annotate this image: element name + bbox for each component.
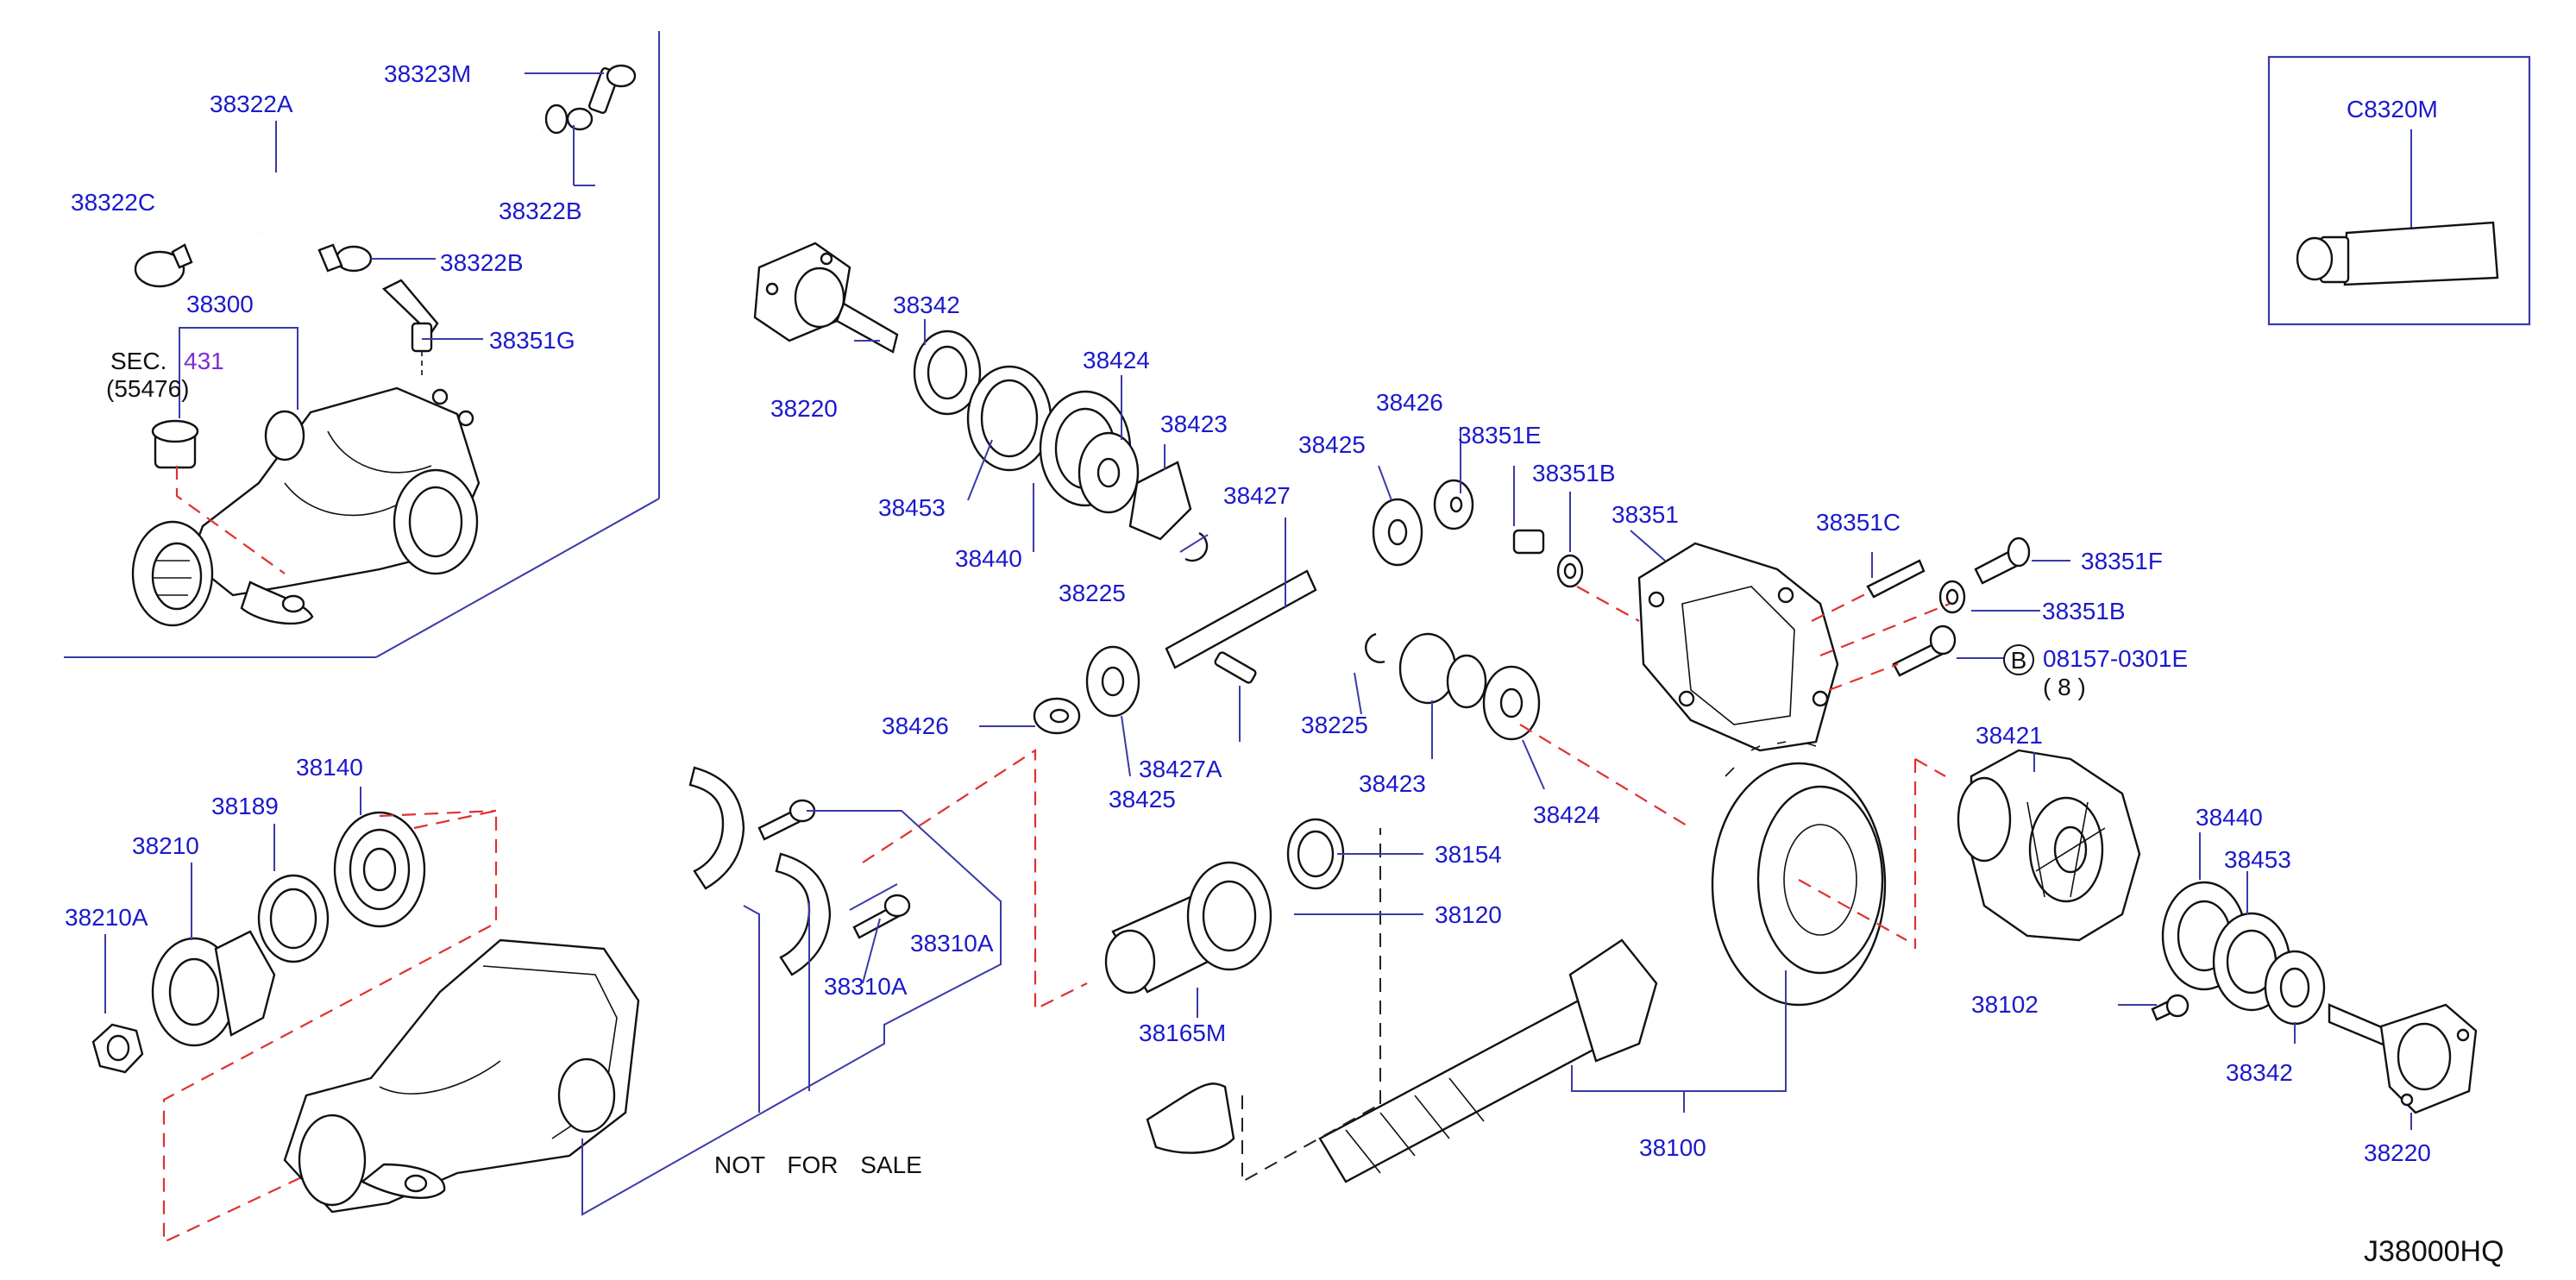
- cover-dash-links: [1519, 586, 1951, 829]
- breather-hose-drawing: [238, 64, 637, 273]
- part-label-38426-top[interactable]: 38426: [1376, 389, 1443, 416]
- part-label-38322C[interactable]: 38322C: [71, 189, 155, 216]
- part-label-38421[interactable]: 38421: [1976, 722, 2043, 749]
- part-label-38322A[interactable]: 38322A: [210, 91, 293, 117]
- part-label-38423-mid[interactable]: 38423: [1359, 770, 1426, 797]
- part-label-38453-left[interactable]: 38453: [878, 494, 946, 521]
- part-label-38351C[interactable]: 38351C: [1816, 509, 1901, 536]
- part-label-38351B-top[interactable]: 38351B: [1532, 460, 1616, 486]
- hose-clamp-drawing: [134, 243, 193, 288]
- part-label-38322B-top[interactable]: 38322B: [499, 198, 582, 224]
- part-label-38100[interactable]: 38100: [1639, 1134, 1706, 1161]
- part-label-38427A[interactable]: 38427A: [1139, 756, 1222, 782]
- drive-pinion-gear-drawing: [1146, 828, 1658, 1183]
- inset-part-label[interactable]: C8320M: [2347, 96, 2438, 122]
- part-label-38220-right[interactable]: 38220: [2364, 1139, 2431, 1166]
- part-label-38351E[interactable]: 38351E: [1458, 422, 1542, 449]
- part-label-38189[interactable]: 38189: [211, 793, 279, 819]
- drive-pinion-flange-drawing: [753, 242, 899, 354]
- part-label-38165M[interactable]: 38165M: [1139, 1020, 1226, 1046]
- pinion-nut-and-flange-drawing: [91, 809, 498, 1244]
- pinion-mate-shaft-drawing: [1165, 569, 1317, 684]
- part-label-38210[interactable]: 38210: [132, 832, 199, 859]
- section-prefix: SEC.: [110, 348, 166, 374]
- diagram-code: J38000HQ: [2364, 1235, 2504, 1268]
- companion-flange-right-drawing: [2328, 1003, 2478, 1114]
- gear-carrier-housing-drawing: [283, 938, 640, 1214]
- breather-connector-drawing: [381, 279, 439, 380]
- part-label-38102[interactable]: 38102: [1971, 991, 2039, 1018]
- cover-studs-and-bolts-drawing: [1866, 536, 2031, 677]
- ring-gear-drawing: [1711, 741, 1907, 1007]
- part-label-38453-right[interactable]: 38453: [2224, 846, 2291, 873]
- part-label-38300[interactable]: 38300: [186, 291, 254, 317]
- part-label-38342-right[interactable]: 38342: [2226, 1059, 2293, 1086]
- part-labels: 38323M 38322A 38322C 38322B 38322B 38300…: [65, 60, 2504, 1268]
- callout-b-letter: B: [2011, 647, 2027, 674]
- part-label-38424-top[interactable]: 38424: [1083, 347, 1150, 373]
- side-gears-drawing: [1033, 479, 1541, 741]
- pinion-bearings-drawing: [913, 329, 1209, 562]
- part-label-38440-left[interactable]: 38440: [955, 545, 1022, 572]
- part-label-38154[interactable]: 38154: [1435, 841, 1502, 868]
- section-ref: (55476): [106, 375, 190, 402]
- bearing-caps-drawing: [688, 748, 1088, 1011]
- part-label-38351G[interactable]: 38351G: [489, 327, 575, 354]
- part-label-38225-top[interactable]: 38225: [1059, 580, 1126, 606]
- part-label-38342-left[interactable]: 38342: [893, 292, 960, 318]
- part-label-38322B-mid[interactable]: 38322B: [440, 249, 524, 276]
- sec431-plug-drawing: [151, 419, 199, 469]
- plug-and-washers-drawing: [1512, 529, 1966, 614]
- part-label-38310A-lower[interactable]: 38310A: [824, 973, 908, 1000]
- part-label-38351B-right[interactable]: 38351B: [2042, 598, 2126, 624]
- part-label-38225-mid[interactable]: 38225: [1301, 712, 1368, 738]
- part-label-38310A-upper[interactable]: 38310A: [910, 930, 994, 957]
- part-label-38210A[interactable]: 38210A: [65, 904, 148, 931]
- part-label-38220-left[interactable]: 38220: [770, 395, 838, 422]
- section-number-link[interactable]: 431: [184, 348, 224, 374]
- pinion-bearing-lower-drawing: [1104, 818, 1345, 995]
- part-label-38426-mid[interactable]: 38426: [882, 712, 949, 739]
- final-drive-carrier-drawing: [131, 386, 481, 627]
- sealant-inset-box: [2267, 55, 2531, 326]
- side-bearings-right-drawing: [2151, 881, 2326, 1026]
- callout-quantity: ( 8 ): [2043, 674, 2086, 700]
- part-label-38427[interactable]: 38427: [1223, 482, 1291, 509]
- part-label-38323M[interactable]: 38323M: [384, 60, 471, 87]
- top-left-assembly-frame: [64, 31, 660, 658]
- leader-lines: [104, 72, 2412, 1216]
- part-label-38120[interactable]: 38120: [1435, 901, 1502, 928]
- not-for-sale-note: NOT FOR SALE: [714, 1151, 922, 1178]
- callout-b-badge: B: [2003, 644, 2034, 675]
- differential-case-drawing: [1913, 749, 2141, 949]
- part-label-38423-top[interactable]: 38423: [1160, 411, 1228, 437]
- part-label-38425-top[interactable]: 38425: [1298, 431, 1366, 458]
- part-label-38140[interactable]: 38140: [296, 754, 363, 781]
- part-label-38425-mid[interactable]: 38425: [1109, 786, 1176, 813]
- part-label-38440-right[interactable]: 38440: [2196, 804, 2263, 831]
- part-label-38351F[interactable]: 38351F: [2081, 548, 2163, 574]
- callout-part-number[interactable]: 08157-0301E: [2043, 645, 2188, 672]
- part-label-38351[interactable]: 38351: [1612, 501, 1679, 528]
- rear-cover-drawing: [1637, 542, 1839, 752]
- part-label-38424-mid[interactable]: 38424: [1533, 801, 1600, 828]
